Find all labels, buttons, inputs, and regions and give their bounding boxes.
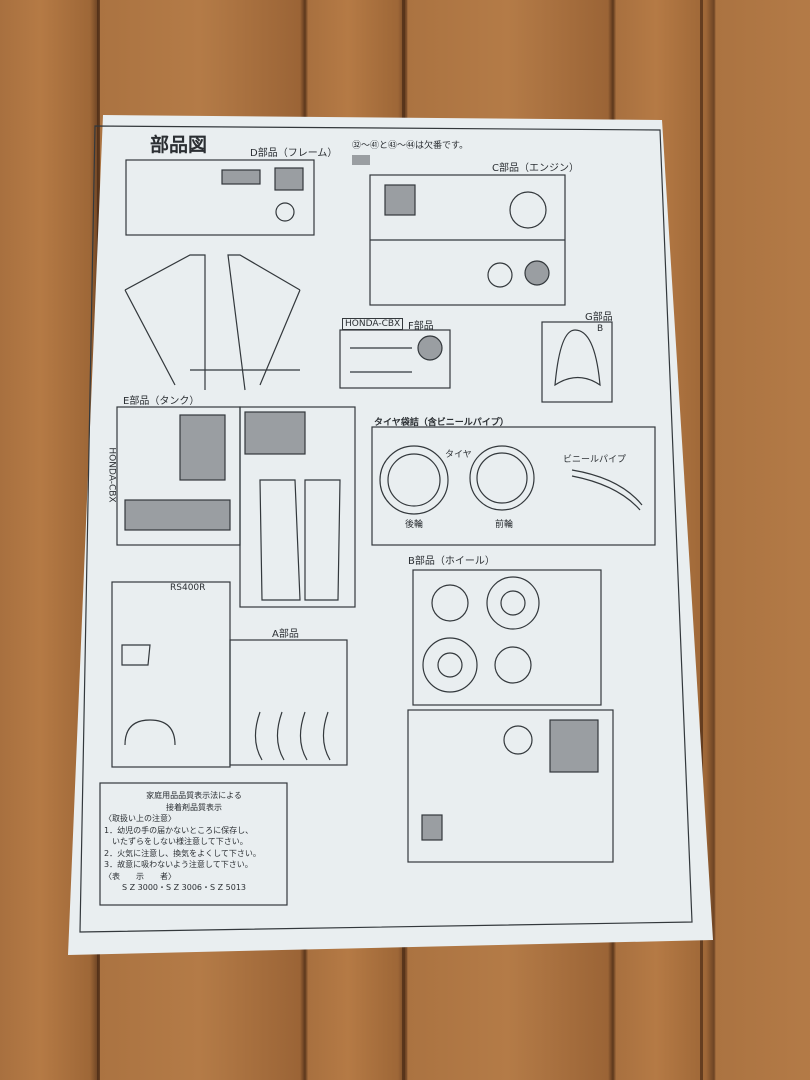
caution-line: 3．故意に吸わないよう注意して下さい。 — [104, 860, 253, 869]
caution-line: いたずらをしない様注意して下さい。 — [104, 837, 248, 846]
sheet-border — [79, 125, 693, 933]
sprue-a-right — [229, 639, 348, 766]
pipe-label: ビニールパイプ — [563, 455, 627, 465]
part-a-arms — [254, 711, 331, 761]
adhesive-caution: 家庭用品品質表示法による 接着剤品質表示 〈取扱い上の注意〉 1．幼児の手の届か… — [104, 790, 284, 894]
missing-numbers-note: ㉜〜㊶と㊸〜㊹は欠番です。 — [352, 141, 469, 151]
rs400r-tag: RS400R — [170, 583, 206, 593]
caution-line: 1．幼児の手の届かないところに保存し、 — [104, 825, 254, 835]
section-b-label: B部品（ホイール） — [408, 556, 495, 567]
floor-seam — [700, 0, 703, 1080]
honda-cbx-tag: HONDA-CBX — [342, 318, 404, 330]
sprue-g — [541, 321, 613, 403]
e-tag: HONDA-CBX — [106, 447, 117, 503]
front-tire — [469, 445, 535, 511]
part-c17 — [384, 184, 416, 216]
part-b62 — [549, 719, 599, 773]
frame-part — [124, 254, 301, 391]
windscreen-part — [554, 329, 601, 387]
wheel-b45 — [494, 646, 532, 684]
shaded-swatch — [352, 155, 370, 165]
wheel-b42 — [431, 584, 469, 622]
caution-line: 2．火気に注意し、換気をよくして下さい。 — [104, 848, 261, 858]
section-a-label: A部品 — [272, 629, 299, 640]
part-e83 — [244, 411, 306, 455]
section-f-label: F部品 — [408, 321, 434, 332]
part-d14 — [221, 169, 261, 185]
sprue-f — [339, 329, 451, 389]
front-tire-label: 前輪 — [495, 520, 514, 530]
sprue-e-right — [239, 406, 356, 608]
caution-box — [99, 782, 288, 906]
part-c21 — [509, 191, 547, 229]
part-d16 — [274, 167, 304, 191]
caution-heading: 〈取扱い上の注意〉 — [104, 814, 176, 823]
section-c-label: C部品（エンジン） — [492, 163, 579, 174]
caution-labeler: 〈表 示 者〉 — [104, 871, 176, 881]
section-d-label: D部品（フレーム） — [250, 148, 338, 159]
part-e80 — [179, 414, 226, 481]
part-c31 — [524, 260, 550, 286]
wheel-b44 — [486, 576, 540, 630]
tire-label: タイヤ — [445, 450, 472, 460]
part-b52 — [421, 814, 443, 841]
wheel-b43 — [422, 637, 478, 693]
vinyl-pipe — [571, 469, 643, 511]
sprue-b-top — [412, 569, 602, 706]
caution-codes: S Z 3000・S Z 3006・S Z 5013 — [122, 883, 247, 892]
part-e85 — [259, 479, 341, 601]
part-c30 — [487, 262, 513, 288]
part-e82 — [124, 499, 231, 531]
tire-bag-box — [371, 426, 656, 546]
part-b55 — [503, 725, 533, 755]
section-e-label: E部品（タンク） — [123, 396, 200, 407]
tire-bag-label: タイヤ袋詰（含ビニールパイプ） — [374, 418, 509, 428]
part-a5 — [121, 644, 151, 666]
rear-tire — [379, 445, 449, 515]
g-tag: B — [597, 324, 604, 334]
part-f — [417, 335, 443, 361]
caution-subtitle: 接着剤品質表示 — [166, 802, 222, 812]
section-g-label: G部品 — [585, 312, 613, 323]
sprue-d — [125, 159, 315, 236]
sprue-b-bottom — [407, 709, 614, 863]
caution-title: 家庭用品品質表示法による — [146, 791, 242, 800]
page-title: 部品図 — [150, 134, 208, 156]
sprue-a — [111, 581, 231, 768]
rear-tire-label: 後輪 — [405, 520, 424, 530]
part-d19 — [275, 202, 295, 222]
part-a13 — [124, 719, 176, 746]
